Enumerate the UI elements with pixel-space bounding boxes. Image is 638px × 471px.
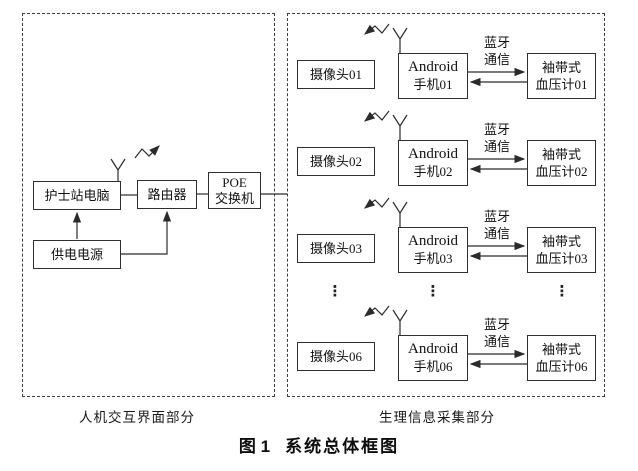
section-label-hmi: 人机交互界面部分 xyxy=(79,410,195,425)
node-android-phone-06: Android 手机06 xyxy=(398,335,468,381)
node-label-line2: 手机06 xyxy=(413,359,453,374)
node-label-line1: 袖带式 xyxy=(541,60,581,75)
node-label-line2: 血压计03 xyxy=(535,251,588,266)
node-poe-switch: POE 交换机 xyxy=(208,172,261,209)
node-label: 摄像头01 xyxy=(309,67,362,82)
node-bp-monitor-06: 袖带式 血压计06 xyxy=(527,335,596,381)
node-camera-01: 摄像头01 xyxy=(297,60,375,89)
node-camera-06: 摄像头06 xyxy=(297,342,375,371)
bluetooth-label-line1: 蓝牙 xyxy=(483,122,510,137)
node-label-line2: 血压计06 xyxy=(535,359,588,374)
node-label-line1: 袖带式 xyxy=(541,147,581,162)
node-power-supply: 供电电源 xyxy=(33,240,121,269)
bluetooth-label-line2: 通信 xyxy=(483,52,510,67)
node-label: 摄像头02 xyxy=(309,154,362,169)
ellipsis-camera-column: ⋮ xyxy=(327,282,343,300)
node-label-line1: 袖带式 xyxy=(541,342,581,357)
ellipsis-phone-column: ⋮ xyxy=(425,282,441,300)
node-label-line2: 手机01 xyxy=(413,77,453,92)
node-label: 供电电源 xyxy=(50,247,103,262)
node-android-phone-03: Android 手机03 xyxy=(398,227,468,273)
bluetooth-link-label: 蓝牙 通信 xyxy=(469,208,525,242)
node-camera-03: 摄像头03 xyxy=(297,234,375,263)
bluetooth-label-line1: 蓝牙 xyxy=(483,317,510,332)
node-router: 路由器 xyxy=(137,180,197,209)
node-bp-monitor-01: 袖带式 血压计01 xyxy=(527,53,596,99)
node-bp-monitor-03: 袖带式 血压计03 xyxy=(527,227,596,273)
bluetooth-label-line2: 通信 xyxy=(483,139,510,154)
section-label-physio: 生理信息采集部分 xyxy=(379,410,495,425)
node-bp-monitor-02: 袖带式 血压计02 xyxy=(527,140,596,186)
node-label: 护士站电脑 xyxy=(44,188,110,203)
node-label-line2: 交换机 xyxy=(214,190,254,206)
node-label-line2: 血压计01 xyxy=(535,77,588,92)
ellipsis-bp-column: ⋮ xyxy=(554,282,570,300)
node-label-line2: 手机03 xyxy=(413,251,453,266)
node-label-line2: 手机02 xyxy=(413,164,453,179)
node-label-line1: Android xyxy=(408,233,458,249)
figure-number: 图 1 xyxy=(238,437,271,456)
figure-title: 系统总体框图 xyxy=(285,437,400,456)
bluetooth-label-line2: 通信 xyxy=(483,226,510,241)
physio-acquisition-region xyxy=(287,13,605,397)
bluetooth-link-label: 蓝牙 通信 xyxy=(469,34,525,68)
bluetooth-label-line2: 通信 xyxy=(483,334,510,349)
node-label-line1: Android xyxy=(408,146,458,162)
bluetooth-label-line1: 蓝牙 xyxy=(483,35,510,50)
figure-caption: 图 1 系统总体框图 xyxy=(0,432,638,457)
node-android-phone-02: Android 手机02 xyxy=(398,140,468,186)
node-android-phone-01: Android 手机01 xyxy=(398,53,468,99)
node-label-line1: Android xyxy=(408,59,458,75)
node-label: 路由器 xyxy=(147,187,187,202)
hmi-section-region xyxy=(22,13,275,397)
node-label: 摄像头06 xyxy=(309,349,362,364)
node-label-line2: 血压计02 xyxy=(535,164,588,179)
node-label: 摄像头03 xyxy=(309,241,362,256)
node-label-line1: Android xyxy=(408,341,458,357)
node-label-line1: POE xyxy=(222,174,247,190)
node-camera-02: 摄像头02 xyxy=(297,147,375,176)
node-label-line1: 袖带式 xyxy=(541,234,581,249)
node-nurse-station-pc: 护士站电脑 xyxy=(33,181,121,210)
bluetooth-link-label: 蓝牙 通信 xyxy=(469,316,525,350)
bluetooth-link-label: 蓝牙 通信 xyxy=(469,121,525,155)
bluetooth-label-line1: 蓝牙 xyxy=(483,209,510,224)
